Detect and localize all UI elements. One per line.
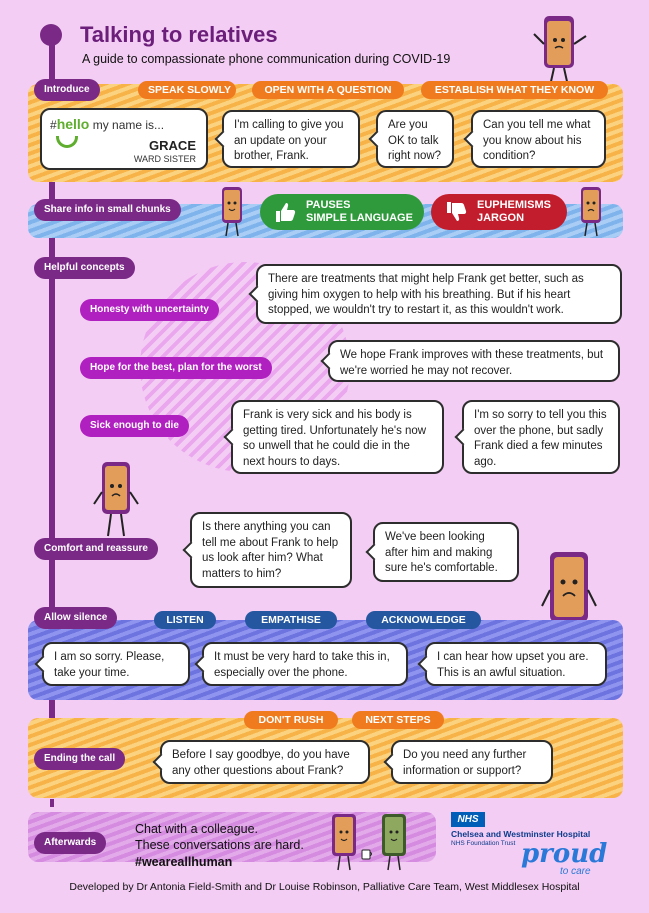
- bad-line-2: JARGON: [477, 212, 525, 224]
- pill-next-steps: NEXT STEPS: [352, 711, 444, 729]
- phone-character-icon: [541, 552, 597, 647]
- do-pauses-simple-language: PAUSES SIMPLE LANGUAGE: [260, 194, 424, 230]
- concept-tag-hope: Hope for the best, plan for the worst: [80, 357, 272, 379]
- thumbs-up-icon: [276, 203, 296, 222]
- avoid-euphemisms-jargon: EUPHEMISMS JARGON: [431, 194, 567, 230]
- thumbs-down-icon: [447, 202, 467, 221]
- timeline-line: [49, 30, 55, 785]
- pill-establish-know: ESTABLISH WHAT THEY KNOW: [421, 81, 608, 99]
- timeline-start-dot: [40, 24, 62, 46]
- phone-character-icon: [581, 187, 601, 237]
- hello-name-badge: #hello my name is... GRACE WARD SISTER: [40, 108, 208, 170]
- afterwards-line-2: These conversations are hard.: [135, 838, 304, 853]
- page-title: Talking to relatives: [80, 22, 278, 47]
- proud-logo: proud: [521, 839, 608, 869]
- speech-bubble-silence-1: I am so sorry. Please, take your time.: [42, 642, 190, 686]
- phone-character-icon: [93, 462, 139, 537]
- hello-smile-icon: [56, 136, 78, 148]
- speech-bubble-silence-3: I can hear how upset you are. This is an…: [425, 642, 607, 686]
- hospital-name: Chelsea and Westminster Hospital: [451, 829, 591, 839]
- section-tag-introduce: Introduce: [34, 79, 100, 101]
- pill-dont-rush: DON'T RUSH: [244, 711, 338, 729]
- afterwards-text: Chat with a colleague. These conversatio…: [135, 821, 304, 870]
- hello-word: hello: [56, 116, 90, 132]
- to-care-logo: to care: [560, 866, 591, 877]
- pill-speak-slowly: SPEAK SLOWLY: [138, 81, 236, 99]
- phone-character-icon: [222, 187, 242, 237]
- good-line-1: PAUSES: [306, 199, 351, 211]
- badge-role: WARD SISTER: [133, 154, 196, 164]
- page-subtitle: A guide to compassionate phone communica…: [82, 52, 451, 66]
- speech-bubble-intro-3: Can you tell me what you know about his …: [471, 110, 606, 168]
- speech-bubble-comfort-1: Is there anything you can tell me about …: [190, 512, 352, 588]
- coffee-cup-icon: [361, 849, 372, 860]
- phone-character-icon: [533, 16, 587, 87]
- section-tag-ending: Ending the call: [34, 748, 126, 770]
- speech-bubble-silence-2: It must be very hard to take this in, es…: [202, 642, 408, 686]
- speech-bubble-ending-1: Before I say goodbye, do you have any ot…: [160, 740, 370, 784]
- pill-listen: LISTEN: [154, 611, 216, 629]
- footer-credits: Developed by Dr Antonia Field-Smith and …: [69, 881, 580, 893]
- hello-line: #hello my name is...: [50, 116, 198, 132]
- nhs-logo: NHS: [451, 812, 485, 827]
- pill-open-question: OPEN WITH A QUESTION: [252, 81, 404, 99]
- section-tag-silence: Allow silence: [34, 607, 118, 629]
- speech-bubble-sick-2: I'm so sorry to tell you this over the p…: [462, 400, 620, 474]
- badge-name: GRACE: [149, 138, 196, 153]
- bad-line-1: EUPHEMISMS: [477, 199, 551, 211]
- speech-bubble-comfort-2: We've been looking after him and making …: [373, 522, 519, 582]
- speech-bubble-hope: We hope Frank improves with these treatm…: [328, 340, 620, 382]
- concept-tag-sick: Sick enough to die: [80, 415, 189, 437]
- phone-character-icon: [332, 814, 406, 871]
- speech-bubble-sick-1: Frank is very sick and his body is getti…: [231, 400, 444, 474]
- section-tag-comfort: Comfort and reassure: [34, 538, 158, 560]
- hello-hash: #: [50, 118, 57, 132]
- trust-name: NHS Foundation Trust: [451, 840, 516, 847]
- afterwards-hashtag: #weareallhuman: [135, 854, 233, 869]
- section-tag-concepts: Helpful concepts: [34, 257, 135, 279]
- pill-acknowledge: ACKNOWLEDGE: [366, 611, 481, 629]
- afterwards-line-1: Chat with a colleague.: [135, 822, 258, 836]
- good-line-2: SIMPLE LANGUAGE: [306, 212, 413, 224]
- pill-empathise: EMPATHISE: [245, 611, 337, 629]
- speech-bubble-ending-2: Do you need any further information or s…: [391, 740, 553, 784]
- concept-tag-honesty: Honesty with uncertainty: [80, 299, 219, 321]
- section-tag-share: Share info in small chunks: [34, 199, 181, 221]
- speech-bubble-honesty: There are treatments that might help Fra…: [256, 264, 622, 324]
- hello-rest: my name is...: [89, 118, 165, 132]
- speech-bubble-intro-1: I'm calling to give you an update on you…: [222, 110, 360, 168]
- speech-bubble-intro-2: Are you OK to talk right now?: [376, 110, 454, 168]
- section-tag-afterwards: Afterwards: [34, 832, 107, 854]
